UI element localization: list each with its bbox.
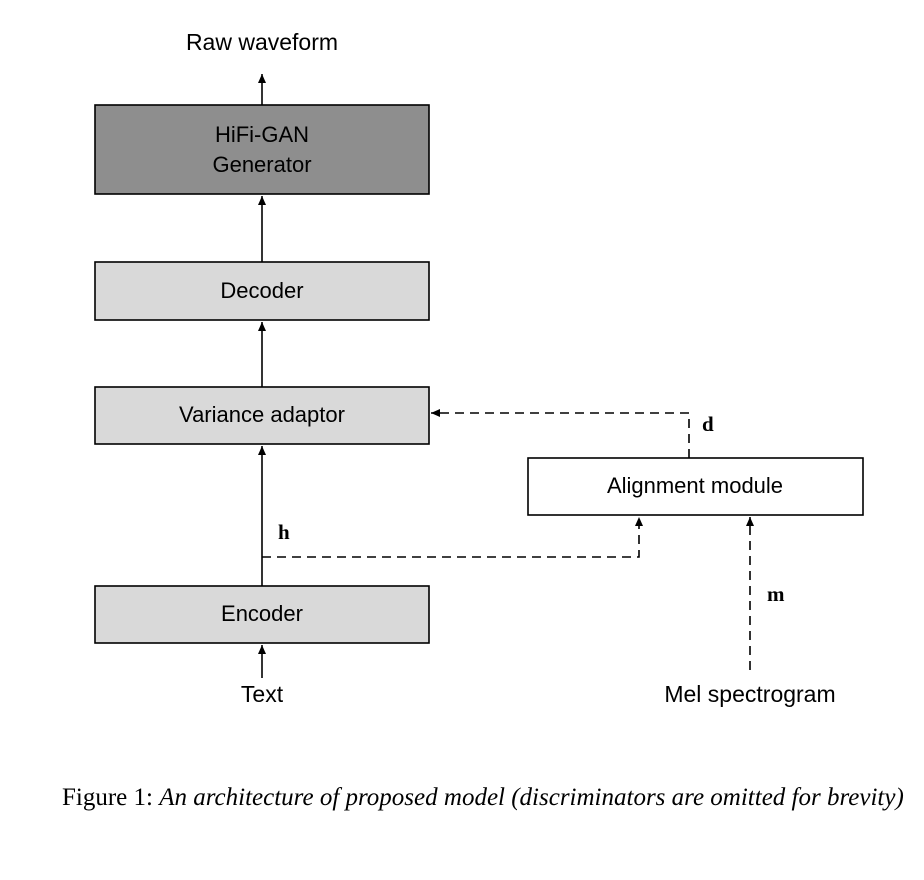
m-variable-label: m [767, 582, 785, 606]
encoder-block: Encoder [94, 585, 430, 644]
h-variable-label: h [278, 520, 290, 544]
dashed-arrow-h-to-alignment [262, 517, 643, 558]
encoder-box [94, 585, 430, 644]
alignment-module-box [527, 457, 864, 516]
mel-spectrogram-label: Mel spectrogram [664, 681, 835, 707]
hifigan-generator-label-line2: Generator [212, 152, 311, 177]
hifigan-generator-block: HiFi-GAN Generator [94, 104, 430, 195]
hifigan-generator-box [94, 104, 430, 195]
variance-adaptor-label: Variance adaptor [179, 402, 345, 427]
alignment-module-label: Alignment module [607, 473, 783, 498]
dashed-arrow-d-to-variance [431, 409, 690, 458]
variance-adaptor-box [94, 386, 430, 445]
encoder-label: Encoder [221, 601, 303, 626]
decoder-block: Decoder [94, 261, 430, 321]
output-label: Raw waveform [186, 29, 338, 55]
hifigan-generator-label-line1: HiFi-GAN [215, 122, 309, 147]
figure-caption: Figure 1: An architecture of proposed mo… [62, 781, 912, 815]
caption-body: An architecture of proposed model (discr… [159, 784, 904, 811]
decoder-box [94, 261, 430, 321]
alignment-module-block: Alignment module [527, 457, 864, 516]
d-variable-label: d [702, 412, 714, 436]
caption-prefix: Figure 1: [62, 784, 153, 811]
variance-adaptor-block: Variance adaptor [94, 386, 430, 445]
text-input-label: Text [241, 681, 284, 707]
decoder-label: Decoder [220, 278, 303, 303]
